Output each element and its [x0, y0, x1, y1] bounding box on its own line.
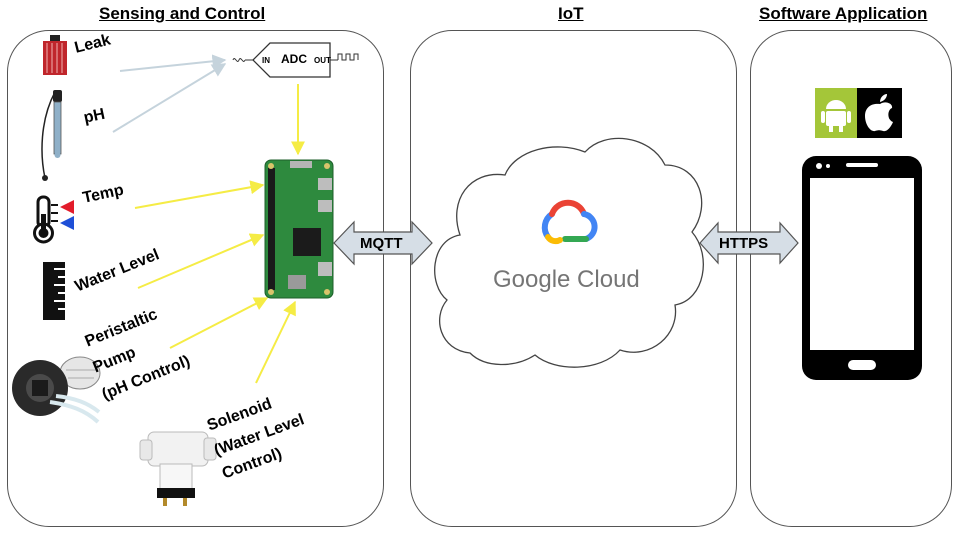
wire-leak-adc [119, 54, 227, 72]
wire-solenoid-board [255, 300, 296, 384]
smartphone-icon [802, 156, 922, 380]
section-title-software: Software Application [759, 4, 928, 23]
section-title-sensing: Sensing and Control [99, 4, 266, 23]
google-cloud-label: Google Cloud [493, 266, 640, 293]
mqtt-label: MQTT [360, 235, 403, 252]
android-icon [815, 88, 857, 138]
pump-icon [12, 356, 101, 424]
https-arrow [699, 221, 799, 265]
apple-icon [857, 88, 902, 138]
solenoid-valve-icon [139, 431, 217, 506]
cloud-shape [434, 137, 704, 368]
adc-out-label: OUT [314, 56, 331, 65]
google-cloud-logo-icon [541, 199, 598, 245]
wire-temp-board [134, 180, 265, 209]
wire-pump-board [169, 297, 269, 349]
ph-probe-icon [41, 90, 62, 181]
ruler-icon [43, 262, 65, 320]
wire-level-board [137, 233, 265, 289]
thermometer-icon [33, 195, 74, 244]
mqtt-arrow [333, 220, 433, 266]
raspberry-pi-icon [264, 159, 334, 299]
adc-in-label: IN [262, 56, 270, 65]
wire-ph-adc [112, 63, 227, 133]
adc-label: ADC [281, 52, 307, 66]
https-label: HTTPS [719, 235, 769, 252]
leak-sensor-icon [43, 35, 67, 75]
adc-block [232, 42, 359, 78]
section-title-iot: IoT [558, 4, 584, 23]
